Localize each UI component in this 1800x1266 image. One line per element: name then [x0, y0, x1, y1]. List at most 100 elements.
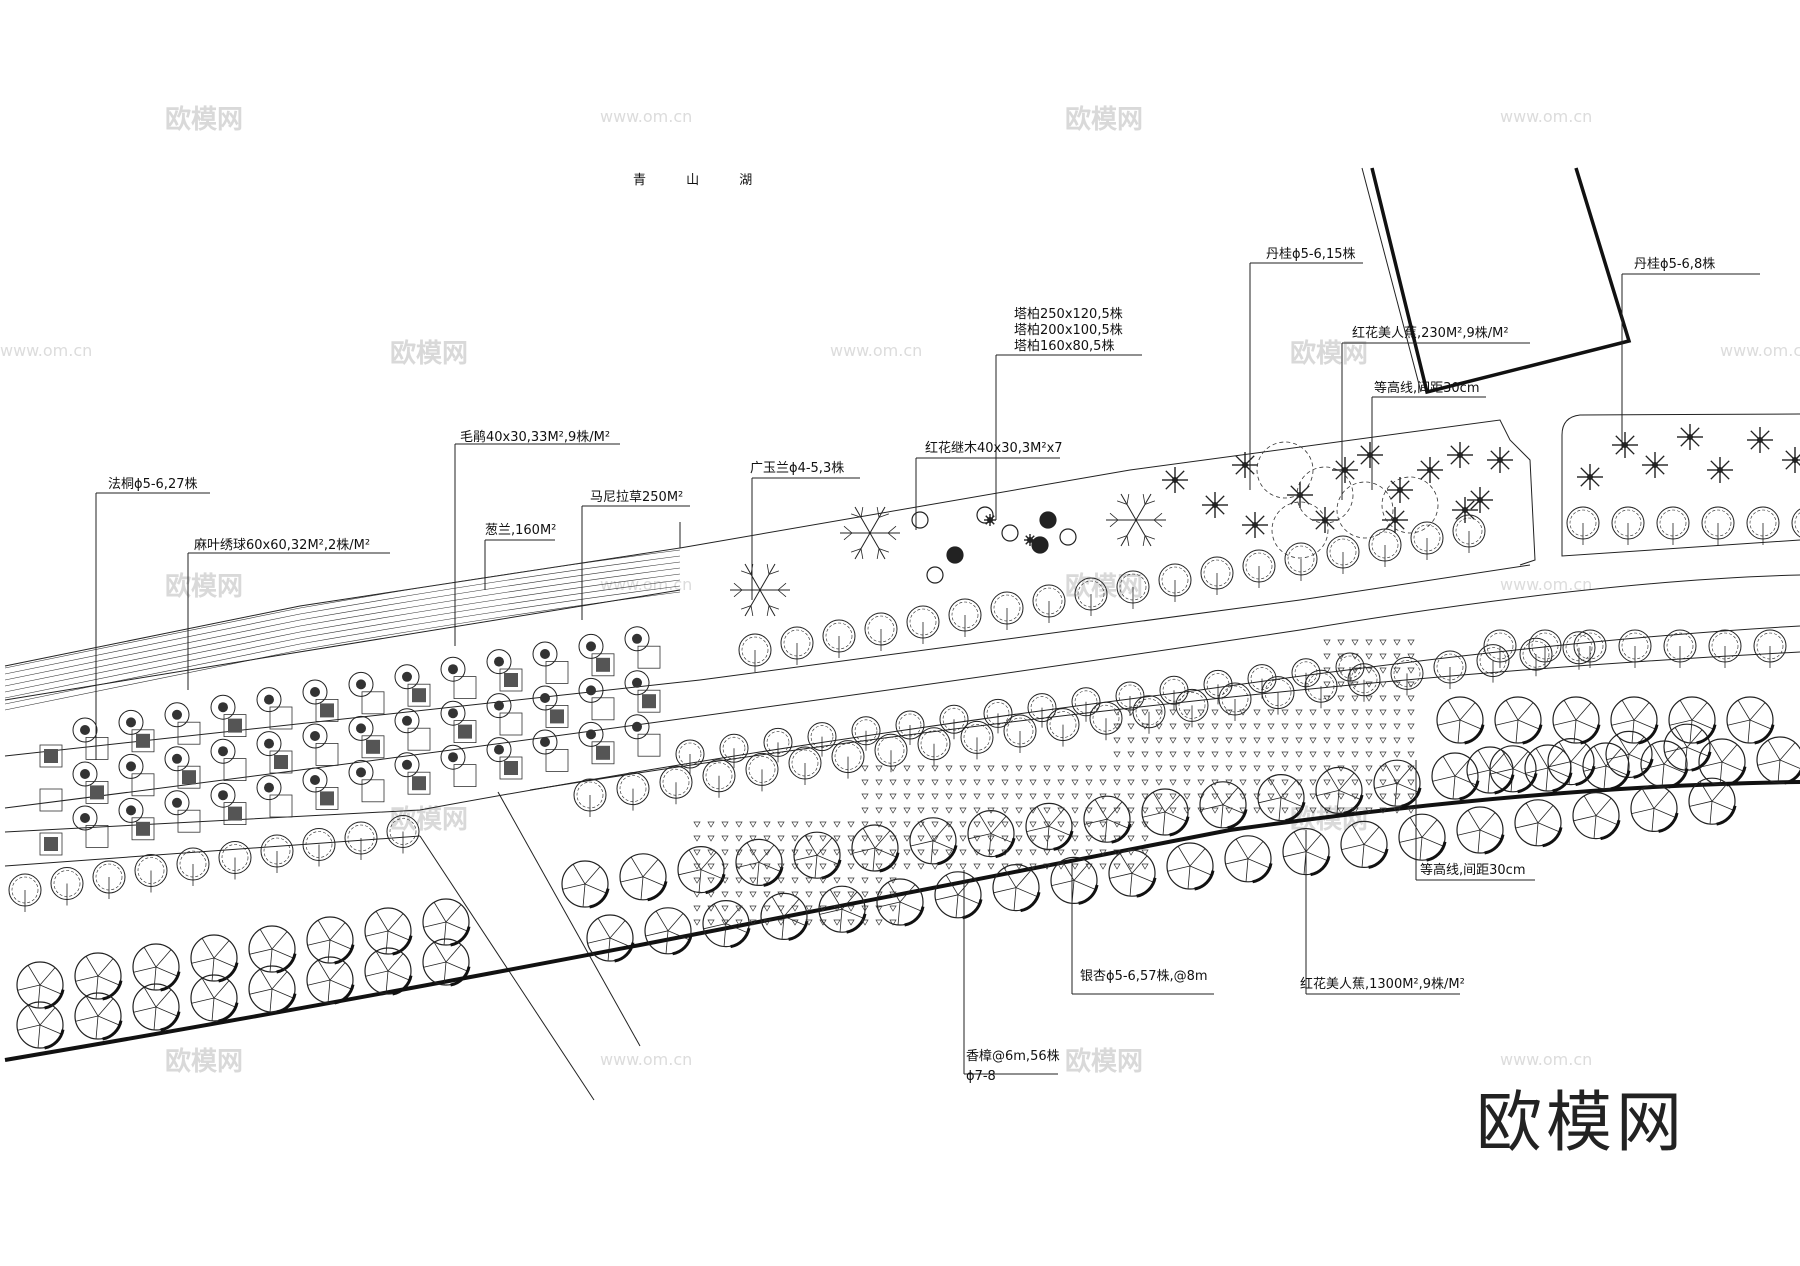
- canna-mark: [1393, 737, 1401, 744]
- label-manila: 马尼拉草250M²: [590, 490, 683, 505]
- canna-mark: [1365, 709, 1373, 716]
- canna-mark: [1029, 793, 1037, 800]
- grid-cell: [223, 758, 247, 781]
- canna-mark: [1365, 779, 1373, 786]
- canna-mark: [1295, 751, 1303, 758]
- label-tabai-3: 塔柏160x80,5株: [1014, 339, 1114, 354]
- canna-mark: [833, 835, 841, 842]
- canna-mark: [1071, 835, 1079, 842]
- hydrangea-symbol: [532, 641, 558, 667]
- canna-mark: [1085, 835, 1093, 842]
- canna-mark: [1407, 681, 1415, 688]
- canna-mark: [1127, 849, 1135, 856]
- canna-mark: [861, 835, 869, 842]
- canna-mark: [1337, 779, 1345, 786]
- canna-mark: [1085, 849, 1093, 856]
- canna-mark: [1043, 765, 1051, 772]
- canna-mark: [875, 807, 883, 814]
- label-dangui-2: 丹桂ϕ5-6,8株: [1634, 257, 1715, 272]
- site-lines: [4, 167, 1800, 1101]
- canna-mark: [1239, 751, 1247, 758]
- grid-cell: [637, 733, 661, 757]
- street-tree-symbol: [176, 847, 210, 886]
- canna-mark: [987, 821, 995, 828]
- watermark-url: www.om.cn: [830, 341, 922, 360]
- street-tree-symbol: [1410, 521, 1444, 560]
- canna-mark: [1183, 737, 1191, 744]
- canna-mark: [1197, 807, 1205, 814]
- canna-mark: [791, 863, 799, 870]
- canna-mark: [777, 863, 785, 870]
- label-dangui-1: 丹桂ϕ5-6,15株: [1266, 247, 1355, 262]
- shrub-symbol: [1577, 464, 1603, 490]
- canna-mark: [1309, 779, 1317, 786]
- canna-mark: [1071, 779, 1079, 786]
- canna-mark: [1337, 723, 1345, 730]
- canna-mark: [1099, 821, 1107, 828]
- street-tree-symbol: [1203, 669, 1233, 705]
- street-tree-symbol: [1326, 535, 1360, 574]
- canna-mark: [1099, 793, 1107, 800]
- road-line-4: [4, 835, 421, 867]
- hydrangea-symbol: [486, 693, 512, 719]
- canopy-tree-symbol: [1688, 777, 1737, 826]
- canna-mark: [1141, 779, 1149, 786]
- hatch-line: [4, 567, 681, 687]
- canopy-tree-symbol: [1108, 849, 1157, 898]
- canna-mark: [987, 793, 995, 800]
- canopy-tree-symbol: [1025, 802, 1074, 851]
- shrub-symbol: [1312, 507, 1338, 533]
- canna-mark: [1141, 807, 1149, 814]
- canna-mark: [1295, 723, 1303, 730]
- hydrangea-symbol: [164, 790, 190, 816]
- hydrangea-symbol: [256, 687, 282, 713]
- canna-mark: [1281, 751, 1289, 758]
- canna-mark: [1085, 807, 1093, 814]
- canna-mark: [1323, 765, 1331, 772]
- shrub-ring-symbol: [926, 566, 944, 584]
- canna-mark: [903, 807, 911, 814]
- canna-mark: [931, 793, 939, 800]
- canopy-tree-symbol: [16, 961, 65, 1010]
- shrub-symbol: [1417, 457, 1443, 483]
- canna-mark: [1407, 653, 1415, 660]
- canna-mark: [1001, 849, 1009, 856]
- street-tree-symbol: [990, 591, 1024, 630]
- canna-mark: [1379, 723, 1387, 730]
- canna-mark: [1393, 653, 1401, 660]
- watermark-brand: 欧模网: [1065, 104, 1143, 135]
- canna-mark: [707, 905, 715, 912]
- canna-mark: [1225, 807, 1233, 814]
- hydrangea-symbol: [118, 709, 144, 735]
- grid-cell-fill: [228, 806, 242, 821]
- conifer-symbol: [730, 563, 790, 617]
- grid-cell: [407, 683, 431, 707]
- canna-mark: [1127, 737, 1135, 744]
- canna-mark: [931, 779, 939, 786]
- canna-mark: [1211, 793, 1219, 800]
- street-tree-symbol: [983, 698, 1013, 734]
- canna-mark: [777, 835, 785, 842]
- canna-mark: [707, 835, 715, 842]
- street-tree-symbol: [134, 854, 168, 893]
- hydrangea-symbol: [578, 677, 604, 703]
- canna-mark: [707, 849, 715, 856]
- street-tree-symbol: [1074, 577, 1108, 616]
- canna-mark: [945, 835, 953, 842]
- canna-mark: [833, 821, 841, 828]
- canna-mark: [1141, 835, 1149, 842]
- canna-mark: [1183, 793, 1191, 800]
- street-tree-symbol: [738, 633, 772, 672]
- canna-mark: [1169, 807, 1177, 814]
- hydrangea-symbol: [624, 626, 650, 652]
- grid-cell: [499, 668, 523, 692]
- grid-cell: [407, 727, 431, 751]
- canna-mark: [1351, 709, 1359, 716]
- canna-mark: [847, 821, 855, 828]
- canna-mark: [1379, 765, 1387, 772]
- canna-mark: [1379, 779, 1387, 786]
- street-tree-symbol: [1791, 508, 1800, 538]
- canna-mark: [1253, 779, 1261, 786]
- canna-mark: [763, 849, 771, 856]
- canopy-tree-symbol: [1698, 738, 1747, 787]
